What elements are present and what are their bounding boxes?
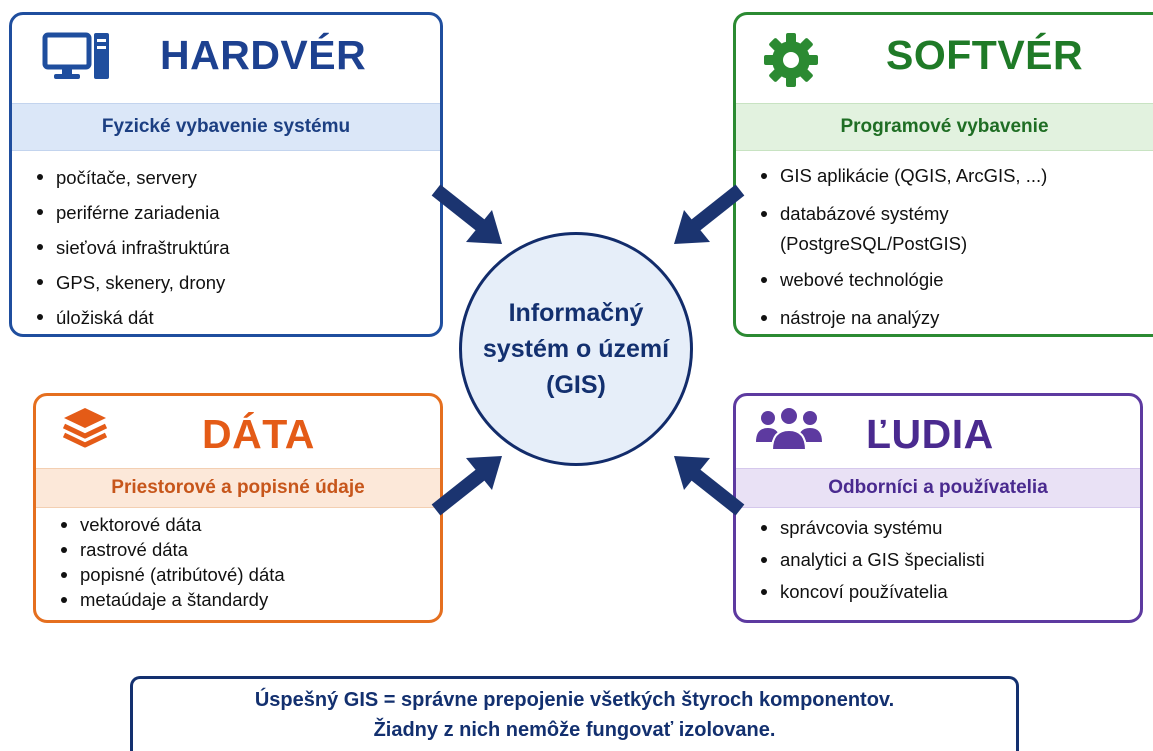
list-item: analytici a GIS špecialisti — [758, 544, 1130, 576]
data-list: vektorové dáta rastrové dáta popisné (at… — [58, 512, 430, 612]
data-header: DÁTA — [36, 396, 440, 466]
list-item-continuation: (PostgreSQL/PostGIS) — [780, 233, 968, 254]
hardware-card: HARDVÉR Fyzické vybavenie systému počíta… — [9, 12, 443, 337]
list-item: GIS aplikácie (QGIS, ArcGIS, ...) — [758, 160, 1143, 192]
list-item: vektorové dáta — [58, 512, 430, 537]
list-item: správcovia systému — [758, 512, 1130, 544]
list-item: počítače, servery — [34, 160, 430, 195]
people-card: ĽUDIA Odborníci a používatelia správcovi… — [733, 393, 1143, 623]
people-header: ĽUDIA — [736, 396, 1140, 466]
people-list: správcovia systému analytici a GIS špeci… — [758, 512, 1130, 608]
gear-icon — [764, 33, 818, 87]
arrow-software-to-center — [674, 184, 745, 244]
center-gis-circle: Informačný systém o území (GIS) — [459, 232, 693, 466]
list-item: GPS, skenery, drony — [34, 265, 430, 300]
list-item: periférne zariadenia — [34, 195, 430, 230]
center-label: Informačný systém o území (GIS) — [482, 299, 670, 399]
list-item: rastrové dáta — [58, 537, 430, 562]
summary-line-1: Úspešný GIS = správne prepojenie všetkýc… — [254, 689, 895, 711]
list-item: sieťová infraštruktúra — [34, 230, 430, 265]
summary-box: Úspešný GIS = správne prepojenie všetkýc… — [130, 676, 1019, 751]
list-item: webové technológie — [758, 264, 1143, 296]
computer-icon — [42, 32, 109, 79]
people-subtitle: Odborníci a používatelia — [736, 468, 1140, 508]
arrow-people-to-center — [674, 456, 745, 516]
list-item: metaúdaje a štandardy — [58, 587, 430, 612]
software-title: SOFTVÉR — [886, 32, 1084, 78]
arrow-data-to-center — [431, 456, 502, 516]
software-list: GIS aplikácie (QGIS, ArcGIS, ...) databá… — [758, 160, 1143, 334]
people-title: ĽUDIA — [866, 411, 994, 457]
software-subtitle: Programové vybavenie — [736, 103, 1153, 151]
people-icon — [756, 406, 822, 451]
hardware-header: HARDVÉR — [12, 15, 440, 103]
list-item: nástroje na analýzy — [758, 302, 1143, 334]
summary-line-2: Žiadny z nich nemôže fungovať izolovane. — [373, 719, 776, 741]
hardware-list: počítače, servery periférne zariadenia s… — [34, 160, 430, 334]
data-card: DÁTA Priestorové a popisné údaje vektoro… — [33, 393, 443, 623]
software-header: SOFTVÉR — [736, 15, 1153, 103]
layers-icon — [62, 408, 108, 448]
list-item: úložiská dát — [34, 300, 430, 334]
arrow-hardware-to-center — [431, 184, 502, 244]
list-item: databázové systémy — [758, 198, 1143, 230]
data-title: DÁTA — [202, 411, 315, 457]
data-subtitle: Priestorové a popisné údaje — [36, 468, 440, 508]
software-card: SOFTVÉR Programové vybavenie GIS aplikác… — [733, 12, 1153, 337]
list-item: popisné (atribútové) dáta — [58, 562, 430, 587]
hardware-title: HARDVÉR — [160, 32, 367, 78]
list-item: koncoví používatelia — [758, 576, 1130, 608]
hardware-subtitle: Fyzické vybavenie systému — [12, 103, 440, 151]
